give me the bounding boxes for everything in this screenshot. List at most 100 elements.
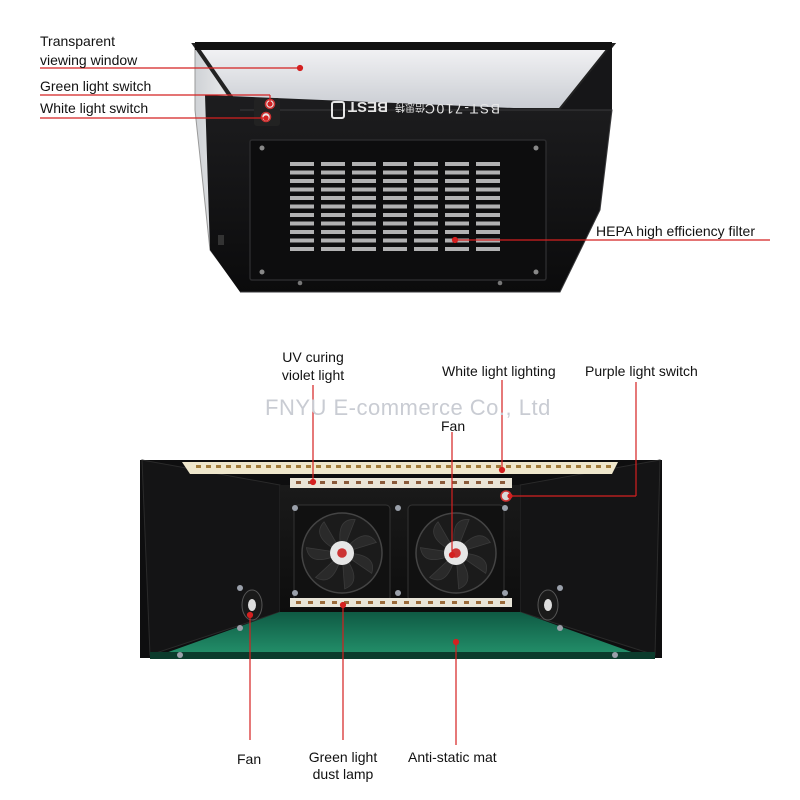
vent-slot <box>321 204 345 209</box>
led-dot <box>500 601 505 604</box>
vent-slot <box>414 247 438 251</box>
led-dot <box>206 465 211 468</box>
led-dot <box>392 481 397 484</box>
led-dot <box>376 465 381 468</box>
vent-slot <box>290 187 314 192</box>
vent-slot <box>321 170 345 175</box>
led-dot <box>452 481 457 484</box>
vent-slot <box>476 162 500 166</box>
vent-slot <box>414 221 438 226</box>
vent-slot <box>445 204 469 209</box>
vent-slot <box>383 162 407 166</box>
led-dot <box>356 601 361 604</box>
screw-icon <box>395 590 401 596</box>
vent-slot <box>383 179 407 183</box>
led-dot <box>246 465 251 468</box>
led-dot <box>380 601 385 604</box>
led-dot <box>464 481 469 484</box>
led-dot <box>440 601 445 604</box>
led-dot <box>488 601 493 604</box>
label-uv-line1: UV curing <box>282 349 344 365</box>
vent-slot <box>321 247 345 251</box>
led-dot <box>416 481 421 484</box>
vent-slot <box>476 187 500 192</box>
led-dot <box>356 481 361 484</box>
led-dot <box>476 465 481 468</box>
led-dot <box>368 601 373 604</box>
side-fan-hub <box>248 599 256 611</box>
vent-slot <box>414 230 438 234</box>
vent-slot <box>290 179 314 183</box>
vent-slot <box>445 170 469 175</box>
led-dot <box>506 465 511 468</box>
led-dot <box>566 465 571 468</box>
vent-slot <box>383 230 407 234</box>
screw-icon <box>612 652 618 658</box>
label-purple-switch: Purple light switch <box>585 363 698 379</box>
label-window-line2: viewing window <box>40 52 138 68</box>
vent-slot <box>445 213 469 217</box>
led-dot <box>332 481 337 484</box>
label-green-lamp-line1: Green light <box>308 749 378 765</box>
led-dot <box>216 465 221 468</box>
vent-slot <box>414 213 438 217</box>
led-dot <box>356 465 361 468</box>
vent-slot <box>321 230 345 234</box>
brand-text: BEST <box>348 98 388 115</box>
screw-icon <box>395 505 401 511</box>
label-window-line1: Transparent <box>40 33 115 49</box>
label-anti-static-mat: Anti-static mat <box>408 749 497 765</box>
led-dot <box>344 601 349 604</box>
screw-icon <box>177 652 183 658</box>
led-dot <box>486 465 491 468</box>
vent-slot <box>352 196 376 200</box>
led-dot <box>526 465 531 468</box>
led-dot <box>496 465 501 468</box>
screw-icon <box>533 269 539 275</box>
led-dot <box>366 465 371 468</box>
screw-icon <box>237 625 243 631</box>
led-dot <box>596 465 601 468</box>
side-fan-hub <box>544 599 552 611</box>
vent-slot <box>352 230 376 234</box>
led-dot <box>308 601 313 604</box>
vent-slot <box>290 247 314 251</box>
led-dot <box>316 465 321 468</box>
led-dot <box>296 601 301 604</box>
led-dot <box>586 465 591 468</box>
led-dot <box>286 465 291 468</box>
vent-slot <box>414 238 438 243</box>
vent-slot <box>383 221 407 226</box>
led-dot <box>464 601 469 604</box>
vent-slot <box>321 187 345 192</box>
led-dot <box>428 601 433 604</box>
vent-slot <box>352 170 376 175</box>
led-dot <box>446 465 451 468</box>
vent-slot <box>383 187 407 192</box>
bottom-leader-lines <box>246 380 637 745</box>
vent-slot <box>383 247 407 251</box>
vent-slot <box>414 162 438 166</box>
screw-icon <box>557 585 563 591</box>
model-text: BST-710C <box>423 101 500 117</box>
led-dot <box>256 465 261 468</box>
vent-slot <box>445 247 469 251</box>
led-dot <box>296 465 301 468</box>
side-port <box>218 235 224 245</box>
vent-slot <box>352 238 376 243</box>
led-dot <box>266 465 271 468</box>
led-dot <box>196 465 201 468</box>
led-dot <box>452 601 457 604</box>
led-dot <box>476 481 481 484</box>
vent-slot <box>445 196 469 200</box>
screw-icon <box>297 280 303 286</box>
vent-slot <box>352 221 376 226</box>
label-green-switch: Green light switch <box>40 78 152 94</box>
label-green-lamp-line2: dust lamp <box>312 766 374 782</box>
mat-edge <box>150 652 655 659</box>
top-lip <box>195 42 612 50</box>
led-dot <box>392 601 397 604</box>
vent-slot <box>476 204 500 209</box>
led-dot <box>306 465 311 468</box>
